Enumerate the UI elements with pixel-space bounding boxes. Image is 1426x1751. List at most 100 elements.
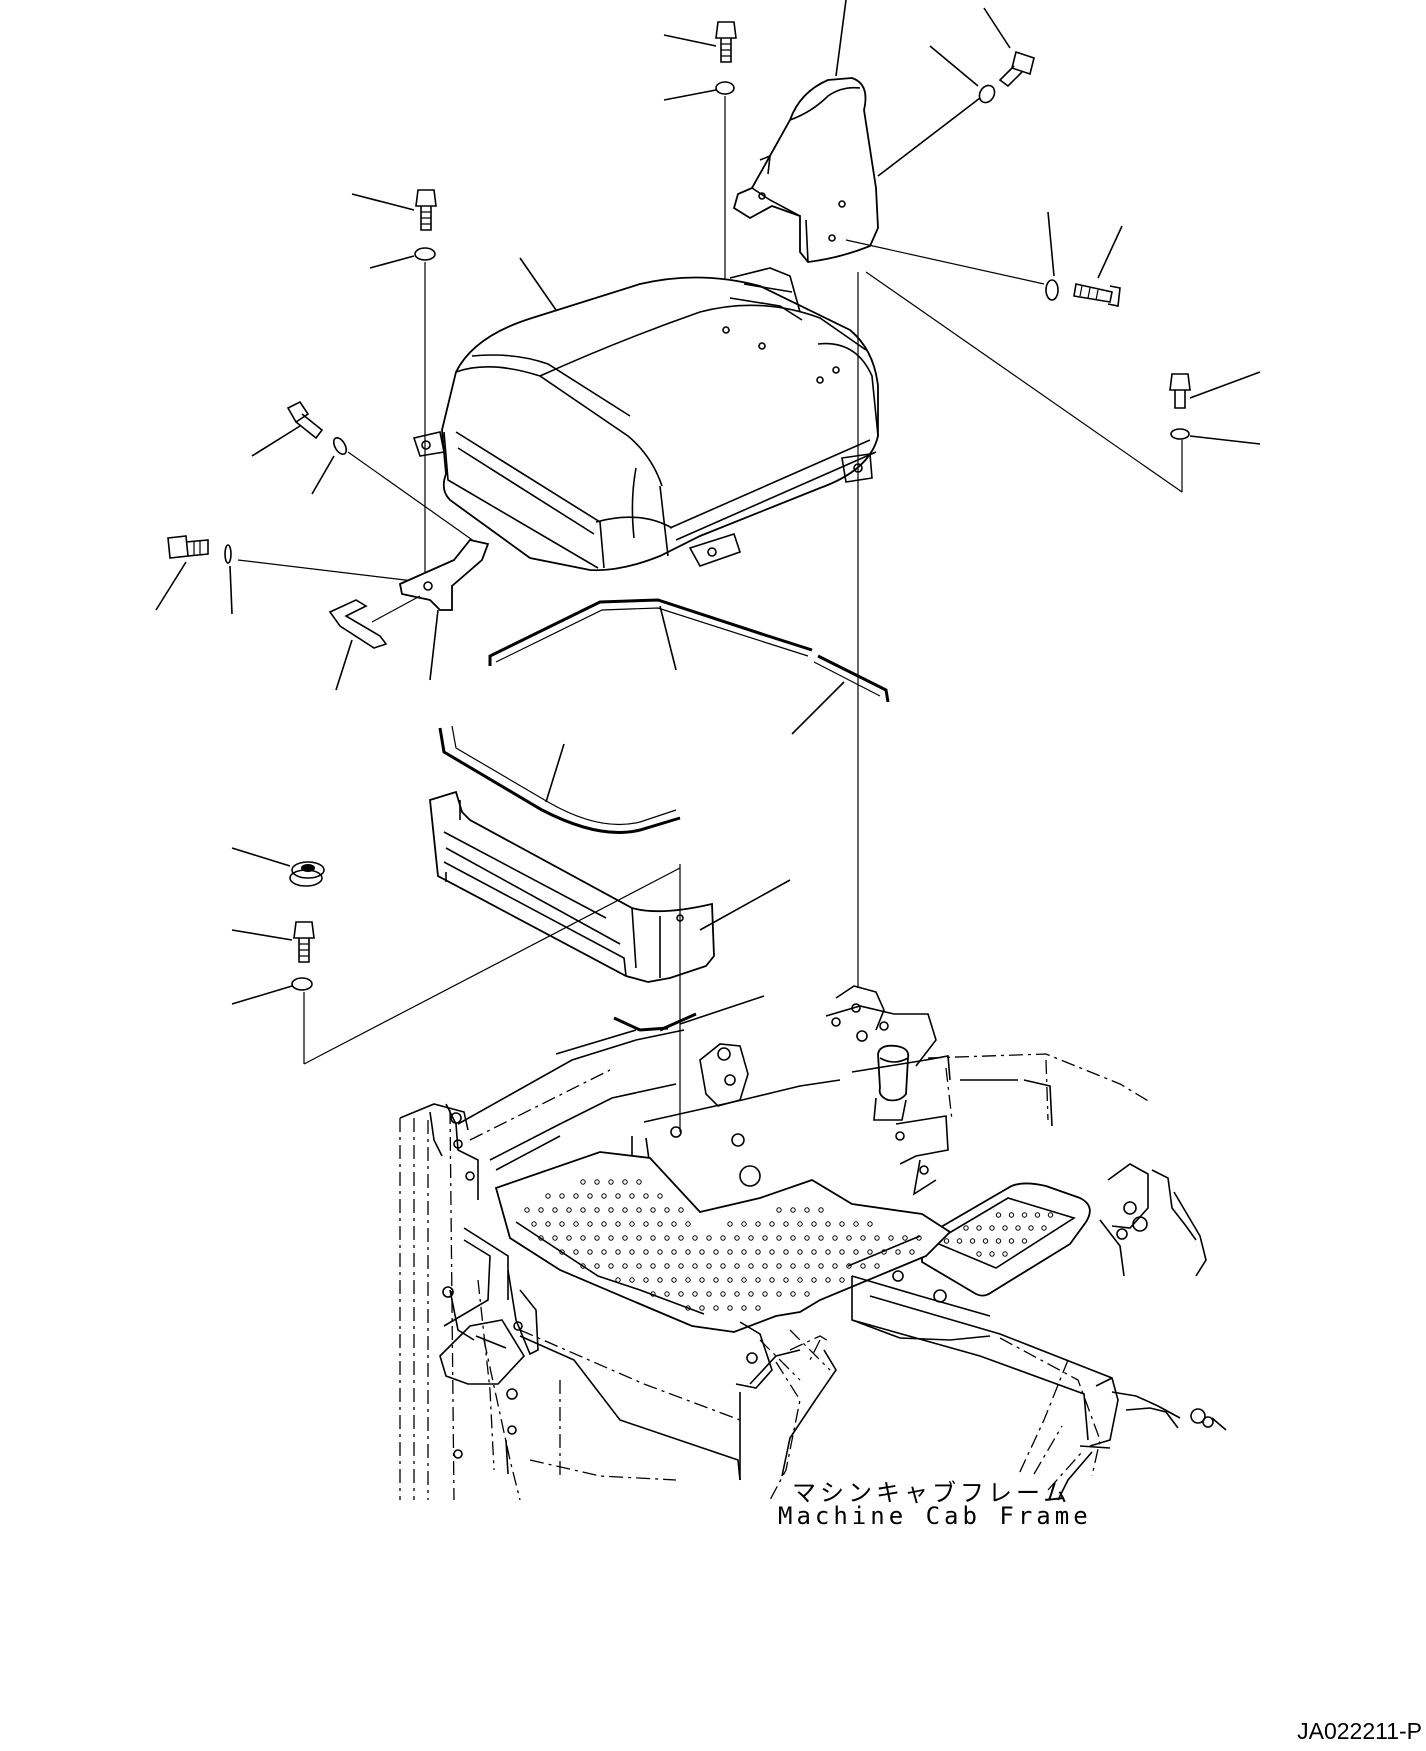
perforation-hole <box>755 1221 761 1227</box>
perforation-hole <box>664 1291 670 1297</box>
perforation-hole <box>580 1235 586 1241</box>
perforation-hole <box>769 1249 775 1255</box>
perforation-hole <box>538 1235 544 1241</box>
perforation-hole <box>594 1235 600 1241</box>
perforation-hole <box>839 1221 845 1227</box>
perforation-hole <box>797 1221 803 1227</box>
perforation-hole <box>1002 1225 1008 1231</box>
washer-right-upper <box>1045 279 1059 301</box>
perforation-hole <box>657 1277 663 1283</box>
washer-top-center <box>715 81 735 95</box>
perforation-hole <box>629 1193 635 1199</box>
perforation-hole <box>615 1249 621 1255</box>
perforation-hole <box>818 1207 824 1213</box>
perforation-hole <box>832 1235 838 1241</box>
perforation-hole <box>531 1221 537 1227</box>
perforation-hole <box>825 1277 831 1283</box>
perforation-hole <box>1021 1238 1028 1244</box>
perforation-hole <box>699 1305 705 1311</box>
seal-small-b <box>659 1012 697 1032</box>
perforation-hole <box>811 1221 817 1227</box>
perforation-hole <box>825 1249 831 1255</box>
perforation-hole <box>636 1179 642 1185</box>
perforation-hole <box>608 1235 614 1241</box>
perforation-hole <box>776 1263 782 1269</box>
perforation-hole <box>664 1235 670 1241</box>
washer-left-top <box>414 247 436 261</box>
bolt-top-right <box>998 50 1035 88</box>
perforation-hole <box>727 1221 733 1227</box>
perforation-hole <box>776 1235 782 1241</box>
perforation-hole <box>853 1221 859 1227</box>
perforation-hole <box>608 1263 614 1269</box>
perforation-hole <box>720 1291 726 1297</box>
perforation-hole <box>916 1235 922 1241</box>
perforation-hole <box>594 1179 600 1185</box>
perforation-hole <box>741 1249 747 1255</box>
perforation-hole <box>839 1249 845 1255</box>
perforation-hole <box>976 1225 982 1231</box>
main-cover <box>441 267 879 572</box>
perforation-hole <box>573 1249 579 1255</box>
perforation-hole <box>734 1235 740 1241</box>
frame-label-english: Machine Cab Frame <box>778 1502 1092 1530</box>
perforation-hole <box>755 1249 761 1255</box>
perforation-hole <box>874 1235 880 1241</box>
perforation-hole <box>790 1235 796 1241</box>
perforation-hole <box>1015 1225 1021 1231</box>
perforation-hole <box>748 1291 754 1297</box>
hood-bracket <box>732 77 879 263</box>
drawing-code: JA022211-P <box>1297 1718 1422 1744</box>
perforation-hole <box>727 1277 733 1283</box>
perforation-hole <box>685 1305 691 1311</box>
hex-key <box>328 599 388 649</box>
perforation-hole <box>867 1249 873 1255</box>
perforation-hole <box>790 1291 796 1297</box>
perforation-hole <box>601 1221 607 1227</box>
perforation-hole <box>685 1249 691 1255</box>
cover-flange-left <box>412 431 445 457</box>
perforation-hole <box>580 1179 586 1185</box>
seal-top <box>488 598 813 666</box>
perforation-hole <box>566 1207 572 1213</box>
perforation-hole <box>769 1277 775 1283</box>
perforation-hole <box>1041 1225 1047 1231</box>
perforation-hole <box>713 1249 719 1255</box>
perforation-hole <box>629 1249 635 1255</box>
perforation-hole <box>790 1207 796 1213</box>
perforation-hole <box>671 1221 677 1227</box>
perforation-hole <box>818 1235 824 1241</box>
perforation-hole <box>552 1207 558 1213</box>
perforation-hole <box>678 1263 684 1269</box>
perforation-hole <box>685 1221 691 1227</box>
perforation-hole <box>601 1193 607 1199</box>
perforation-hole <box>573 1193 579 1199</box>
perforation-hole <box>762 1291 768 1297</box>
bolt-top-center <box>715 21 737 63</box>
perforation-hole <box>587 1249 593 1255</box>
perforation-hole <box>671 1249 677 1255</box>
perforation-hole <box>748 1235 754 1241</box>
perforation-hole <box>989 1251 995 1257</box>
perforation-hole <box>545 1193 551 1199</box>
perforation-hole <box>881 1249 887 1255</box>
bolt-left-mid <box>286 400 324 440</box>
perforation-hole <box>832 1263 838 1269</box>
perforation-hole <box>643 1277 649 1283</box>
perforation-hole <box>860 1263 866 1269</box>
perforation-hole <box>1021 1212 1028 1218</box>
perforation-hole <box>727 1249 733 1255</box>
perforation-hole <box>811 1249 817 1255</box>
perforation-hole <box>643 1193 649 1199</box>
perforation-hole <box>678 1235 684 1241</box>
perforation-hole <box>839 1277 845 1283</box>
cover-flange-right <box>841 453 873 483</box>
perforation-hole <box>776 1291 782 1297</box>
bolt-left-low <box>167 535 209 559</box>
perforation-hole <box>650 1235 656 1241</box>
perforation-hole <box>559 1221 565 1227</box>
perforation-hole <box>943 1238 950 1244</box>
perforation-hole <box>678 1291 684 1297</box>
perforation-hole <box>587 1221 593 1227</box>
bolt-right-upper <box>1073 283 1121 307</box>
